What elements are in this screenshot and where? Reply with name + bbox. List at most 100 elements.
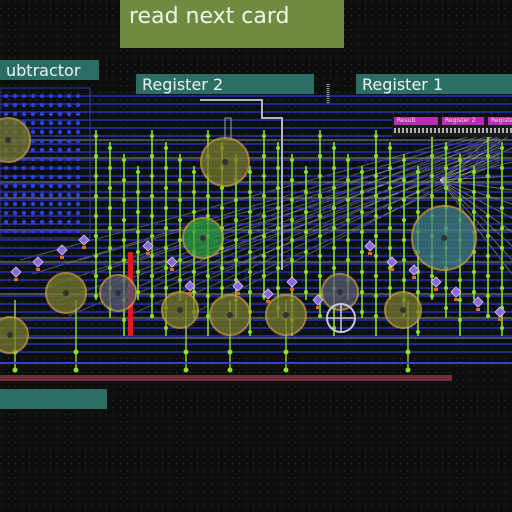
rod-node <box>500 266 504 270</box>
rod-node <box>234 198 238 202</box>
read-next-card-button[interactable]: read next card <box>120 0 344 48</box>
matrix-dot <box>57 102 63 108</box>
rod-node <box>318 254 322 258</box>
rod-node <box>374 294 378 298</box>
rod-node <box>318 234 322 238</box>
matrix-dot <box>48 165 54 171</box>
joint-tab <box>14 278 18 281</box>
rod-node <box>164 326 168 330</box>
matrix-dot <box>66 165 72 171</box>
rod-node <box>94 294 98 298</box>
rod-node <box>164 146 168 150</box>
rod-node <box>430 174 434 178</box>
joint-tab <box>60 256 64 259</box>
matrix-dot <box>30 147 36 153</box>
rod-node <box>416 190 420 194</box>
rod-node <box>227 367 233 373</box>
fan-link <box>439 179 512 247</box>
matrix-dot <box>48 138 54 144</box>
matrix-dot <box>75 174 81 180</box>
matrix-dot <box>57 93 63 99</box>
rod-node <box>94 254 98 258</box>
rod-node <box>248 190 252 194</box>
joint <box>364 240 376 252</box>
joint-tab <box>266 300 270 303</box>
matrix-dot <box>66 228 72 234</box>
rod-node <box>304 210 308 214</box>
rod-node <box>150 294 154 298</box>
rod-node <box>183 367 189 373</box>
rod-node <box>318 174 322 178</box>
rod-node <box>178 278 182 282</box>
rod-node <box>346 198 350 202</box>
matrix-dot <box>75 228 81 234</box>
rod-node <box>150 154 154 158</box>
rod-node <box>444 146 448 150</box>
rod-node <box>108 146 112 150</box>
bottom-base-bar <box>0 375 452 381</box>
fan-link <box>439 147 512 181</box>
mini-tab-result: Result <box>394 117 438 125</box>
rod-node <box>248 330 252 334</box>
matrix-dot <box>30 210 36 216</box>
matrix-dot <box>30 120 36 126</box>
rod-node <box>122 158 126 162</box>
rod-node <box>500 166 504 170</box>
matrix-dot <box>3 174 9 180</box>
rod-node <box>458 278 462 282</box>
rod-node <box>164 286 168 290</box>
rod-node <box>262 234 266 238</box>
rod-node <box>388 206 392 210</box>
joint-tab <box>368 252 372 255</box>
matrix-dot <box>66 201 72 207</box>
diagonal-link <box>163 151 501 289</box>
matrix-dot <box>12 174 18 180</box>
joint <box>472 296 484 308</box>
gears <box>0 117 477 354</box>
matrix-dot <box>57 228 63 234</box>
gear-hub <box>177 307 183 313</box>
matrix-dot <box>66 102 72 108</box>
rod-node <box>486 214 490 218</box>
rod-node <box>318 194 322 198</box>
matrix-dot <box>48 120 54 126</box>
rod-node <box>150 174 154 178</box>
matrix-dot <box>39 102 45 108</box>
fan-link <box>439 179 512 261</box>
rod-node <box>108 226 112 230</box>
matrix-dot <box>30 201 36 207</box>
matrix-dot <box>57 210 63 216</box>
rod-node <box>304 170 308 174</box>
rod-node <box>360 210 364 214</box>
matrix-dot <box>12 228 18 234</box>
rod-node <box>458 198 462 202</box>
mini-tab-register2: Register 2 <box>442 117 484 125</box>
rod-node <box>500 146 504 150</box>
rod-node <box>276 146 280 150</box>
rod-node <box>332 186 336 190</box>
rod-node <box>108 206 112 210</box>
joint-tab <box>434 288 438 291</box>
matrix-dot <box>30 219 36 225</box>
bottom-base-bar-2 <box>0 362 512 364</box>
rod-node <box>206 194 210 198</box>
matrix-dot <box>21 201 27 207</box>
rod-node <box>220 206 224 210</box>
rod-node <box>318 134 322 138</box>
rod-node <box>227 349 233 355</box>
rod-node <box>402 198 406 202</box>
rod-node <box>136 210 140 214</box>
joint <box>286 276 298 288</box>
rod-node <box>178 198 182 202</box>
rod-node <box>150 194 154 198</box>
rod-node <box>486 314 490 318</box>
rod-node <box>374 154 378 158</box>
matrix-dot <box>21 192 27 198</box>
diagonal-link <box>67 135 501 317</box>
matrix-dot <box>75 120 81 126</box>
register2-pipe <box>200 99 283 270</box>
register2-label: Register 2 <box>136 74 314 94</box>
rod-node <box>206 214 210 218</box>
matrix-dot <box>39 111 45 117</box>
matrix-dot <box>39 219 45 225</box>
